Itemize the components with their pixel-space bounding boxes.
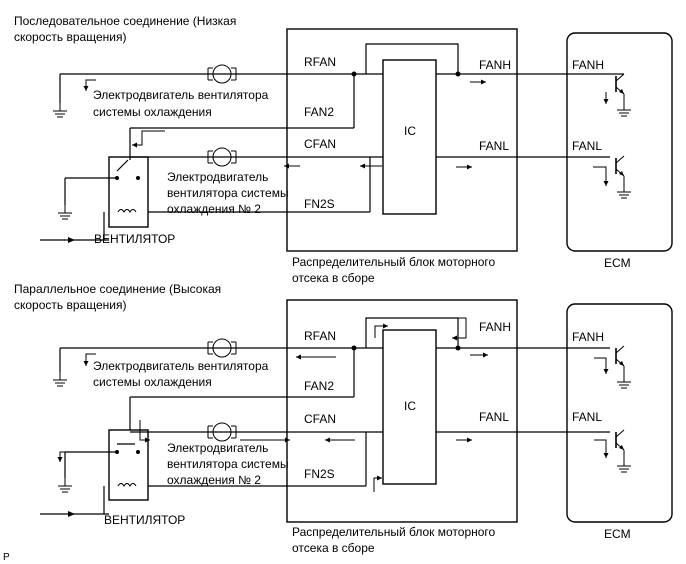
fan2-label-b-line2: вентилятора системы — [167, 457, 289, 471]
fan-relay — [108, 156, 149, 228]
fan1-label-b-line2: системы охлаждения — [93, 375, 212, 389]
pin-fan2: FAN2 — [304, 105, 334, 119]
pin-fanh-2: FANH — [479, 320, 511, 334]
ecm-fanh: FANH — [572, 58, 604, 72]
fan1-label-b-line1: Электродвигатель вентилятора — [93, 359, 269, 373]
fan-relay-2 — [108, 429, 149, 501]
fan1-label-line2: системы охлаждения — [93, 105, 212, 119]
relay-label-2: ВЕНТИЛЯТОР — [104, 513, 185, 527]
pin-cfan: CFAN — [304, 137, 336, 151]
series-caption-line2: скорость вращения) — [14, 30, 126, 44]
junction-caption-b-line1: Распределительный блок моторного — [292, 525, 496, 539]
fan2-label-b-line3: охлаждения № 2 — [167, 473, 261, 487]
series-section: Последовательное соединение (Низкая скор… — [14, 14, 673, 285]
ecm-label: ECM — [604, 256, 631, 270]
pin-rfan: RFAN — [304, 55, 336, 69]
junction-block — [286, 28, 518, 252]
junction-block-2 — [286, 299, 518, 523]
pin-fan2-2: FAN2 — [304, 379, 334, 393]
ic-label-2: IC — [404, 399, 416, 413]
pin-fn2s: FN2S — [304, 197, 335, 211]
parallel-section: Параллельное соединение (Высокая скорост… — [14, 282, 673, 555]
series-caption-line1: Последовательное соединение (Низкая — [14, 14, 236, 28]
ecm-fanl-2: FANL — [572, 410, 602, 424]
pin-fanl: FANL — [479, 139, 509, 153]
fan1-label-line1: Электродвигатель вентилятора — [93, 88, 269, 102]
fan2-label-line1: Электродвигатель — [167, 170, 268, 184]
pin-fanh: FANH — [479, 58, 511, 72]
pin-rfan-2: RFAN — [304, 329, 336, 343]
fan2-label-line3: охлаждения № 2 — [167, 202, 261, 216]
ecm-label-2: ECM — [604, 527, 631, 541]
ic-box-2 — [382, 329, 437, 485]
junction-caption-b-line2: отсека в сборе — [292, 541, 375, 555]
fan2-label-line2: вентилятора системы — [167, 186, 289, 200]
parallel-caption-line2: скорость вращения) — [14, 298, 126, 312]
footer-mark: P — [3, 552, 10, 563]
ic-label: IC — [404, 124, 416, 138]
ic-box — [382, 59, 437, 215]
ecm-box — [566, 32, 673, 252]
fan2-label-b-line1: Электродвигатель — [167, 441, 268, 455]
ecm-box-2 — [566, 303, 673, 523]
ecm-fanl: FANL — [572, 139, 602, 153]
parallel-caption-line1: Параллельное соединение (Высокая — [14, 282, 221, 296]
junction-caption-line2: отсека в сборе — [292, 271, 375, 285]
relay-label: ВЕНТИЛЯТОР — [94, 232, 175, 246]
junction-caption-line1: Распределительный блок моторного — [292, 255, 496, 269]
pin-fn2s-2: FN2S — [304, 467, 335, 481]
pin-fanl-2: FANL — [479, 410, 509, 424]
pin-cfan-2: CFAN — [304, 412, 336, 426]
ecm-fanh-2: FANH — [572, 330, 604, 344]
